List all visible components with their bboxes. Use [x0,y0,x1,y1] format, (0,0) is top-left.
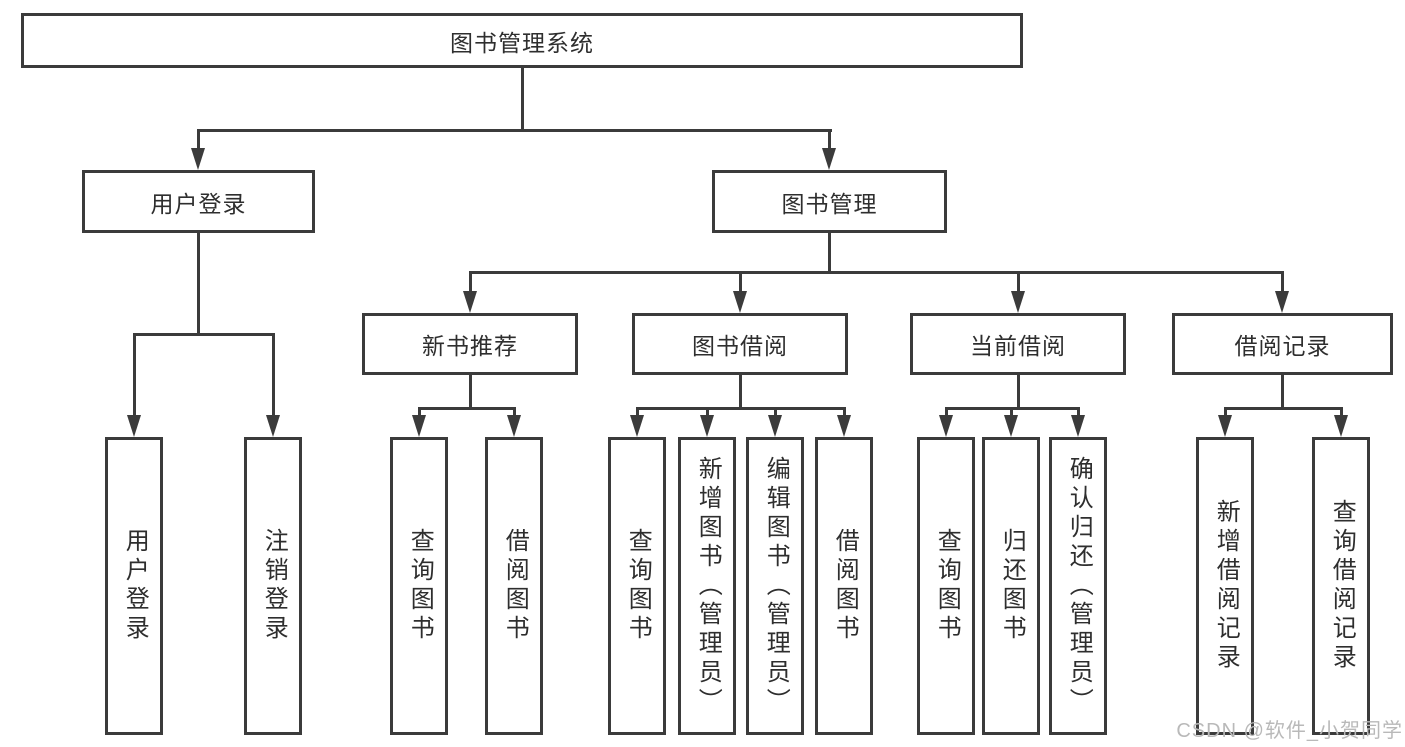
connector-line [1281,271,1284,293]
node-label: 新增借阅记录 [1212,499,1240,673]
node-label: 查询图书 [933,528,961,644]
arrow-down-icon [1334,415,1348,437]
node-leaf-query-books-borrow: 查询图书 [608,437,666,735]
connector-line [1017,271,1020,293]
connector-line [843,407,846,419]
arrow-down-icon [768,415,782,437]
connector-line [636,407,639,419]
connector-line [1224,407,1343,410]
connector-line [513,407,516,419]
connector-line [418,407,516,410]
connector-line [739,271,742,293]
arrow-down-icon [1071,415,1085,437]
node-label: 归还图书 [998,528,1026,644]
node-book-management: 图书管理 [712,170,947,233]
node-user-login: 用户登录 [82,170,315,233]
node-label: 当前借阅 [970,333,1066,359]
connector-line [1077,407,1080,419]
node-book-borrowing: 图书借阅 [632,313,848,375]
arrow-down-icon [507,415,521,437]
arrow-down-icon [1275,291,1289,313]
node-library-system: 图书管理系统 [21,13,1023,68]
connector-line [133,333,275,336]
node-label: 查询图书 [624,528,652,644]
node-leaf-borrow-books: 借阅图书 [815,437,873,735]
arrow-down-icon [700,415,714,437]
node-leaf-return-books: 归还图书 [982,437,1040,735]
connector-line [469,375,472,410]
connector-line [521,68,524,132]
connector-line [774,407,777,419]
node-leaf-edit-books-admin: 编辑图书（管理员） [746,437,804,735]
node-label: 借阅图书 [831,528,859,644]
arrow-down-icon [1218,415,1232,437]
connector-line [469,271,472,293]
connector-line [1224,407,1227,419]
node-label: 查询图书 [406,528,434,644]
node-leaf-query-books-current: 查询图书 [917,437,975,735]
node-borrowing-records: 借阅记录 [1172,313,1393,375]
node-label: 注销登录 [260,528,288,644]
node-label: 确认归还（管理员） [1065,455,1093,717]
connector-line [1017,375,1020,410]
node-leaf-add-borrow-record: 新增借阅记录 [1196,437,1254,735]
connector-line [739,375,742,410]
node-label: 借阅图书 [501,528,529,644]
connector-line [828,129,831,151]
connector-line [706,407,709,419]
connector-line [133,333,136,417]
connector-line [197,233,200,336]
connector-line [945,407,948,419]
arrow-down-icon [630,415,644,437]
arrow-down-icon [266,415,280,437]
arrow-down-icon [822,148,836,170]
connector-line [469,271,1283,274]
arrow-down-icon [733,291,747,313]
node-label: 图书管理系统 [450,29,594,56]
connector-line [636,407,846,410]
connector-line [1340,407,1343,419]
csdn-watermark: CSDN @软件_小贺同学 [1176,720,1403,742]
arrow-down-icon [1011,291,1025,313]
node-label: 用户登录 [121,528,149,644]
node-leaf-query-books-recommend: 查询图书 [390,437,448,735]
connector-line [418,407,421,419]
node-label: 查询借阅记录 [1328,499,1356,673]
arrow-down-icon [191,148,205,170]
node-label: 图书管理 [781,190,878,217]
connector-line [197,129,200,151]
node-leaf-query-borrow-record: 查询借阅记录 [1312,437,1370,735]
node-label: 借阅记录 [1234,333,1331,359]
arrow-down-icon [1004,415,1018,437]
node-label: 用户登录 [150,190,247,217]
node-leaf-confirm-return-admin: 确认归还（管理员） [1049,437,1107,735]
connector-line [1281,375,1284,410]
node-new-book-recommendation: 新书推荐 [362,313,578,375]
arrow-down-icon [463,291,477,313]
connector-line [1010,407,1013,419]
node-label: 新增图书（管理员） [694,455,722,717]
arrow-down-icon [127,415,141,437]
connector-line [197,129,832,132]
node-leaf-borrow-books-recommend: 借阅图书 [485,437,543,735]
node-current-borrowing: 当前借阅 [910,313,1126,375]
node-leaf-user-login: 用户登录 [105,437,163,735]
arrow-down-icon [412,415,426,437]
arrow-down-icon [939,415,953,437]
connector-line [272,333,275,417]
node-leaf-add-books-admin: 新增图书（管理员） [678,437,736,735]
arrow-down-icon [837,415,851,437]
node-label: 图书借阅 [692,333,788,359]
connector-line [828,233,831,274]
node-label: 编辑图书（管理员） [762,455,790,717]
node-label: 新书推荐 [422,333,518,359]
node-leaf-logout: 注销登录 [244,437,302,735]
